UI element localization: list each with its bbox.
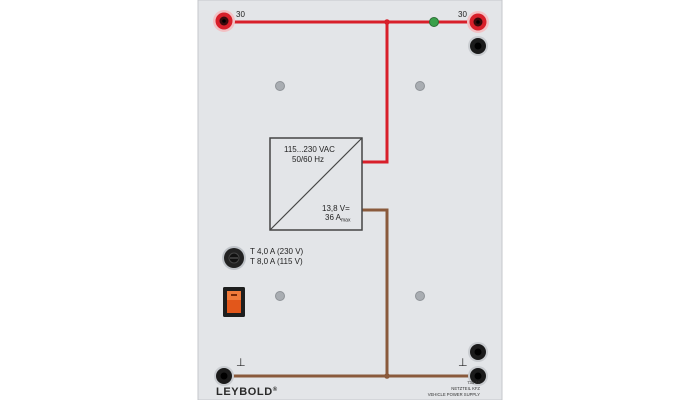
converter-input-line2: 50/60 Hz	[292, 155, 324, 164]
fuse-rating-line1: T 4,0 A (230 V)	[250, 247, 304, 256]
power-switch[interactable]	[223, 287, 245, 317]
ground-symbol-left: ⊥	[236, 357, 246, 369]
top-left-terminal-label: 30	[236, 10, 245, 19]
bottom-left-ground-socket[interactable]	[214, 366, 234, 386]
bottom-right-ground-socket[interactable]	[468, 366, 488, 386]
brand-logo: LEYBOLD®	[216, 386, 278, 398]
screw-icon	[275, 291, 285, 301]
power-led-icon	[429, 17, 439, 27]
ground-wire	[232, 208, 474, 378]
model-name-de: NETZTEIL KFZ	[451, 386, 480, 391]
model-name-en: VEHICLE POWER SUPPLY	[428, 392, 480, 397]
top-right-socket[interactable]	[467, 11, 489, 33]
converter-block	[269, 137, 363, 231]
converter-input-line1: 115...230 VAC	[284, 145, 335, 154]
wire-junction-ground	[384, 373, 390, 379]
top-left-socket[interactable]	[213, 10, 235, 32]
screw-icon	[275, 81, 285, 91]
ground-symbol-right: ⊥	[458, 357, 468, 369]
wire-junction-positive	[384, 19, 390, 25]
screw-icon	[415, 81, 425, 91]
bottom-right-socket-upper[interactable]	[468, 342, 488, 362]
top-right-terminal-label: 30	[458, 10, 467, 19]
mounting-screws	[275, 81, 425, 301]
model-code: 735 12	[467, 380, 480, 385]
fuse-holder[interactable]	[222, 246, 246, 270]
top-right-black-socket[interactable]	[468, 36, 488, 56]
converter-output-line1: 13,8 V=	[322, 204, 350, 213]
converter-output-line2: 36 Amax	[325, 213, 351, 224]
screw-icon	[415, 291, 425, 301]
fuse-rating-line2: T 8,0 A (115 V)	[250, 257, 303, 266]
